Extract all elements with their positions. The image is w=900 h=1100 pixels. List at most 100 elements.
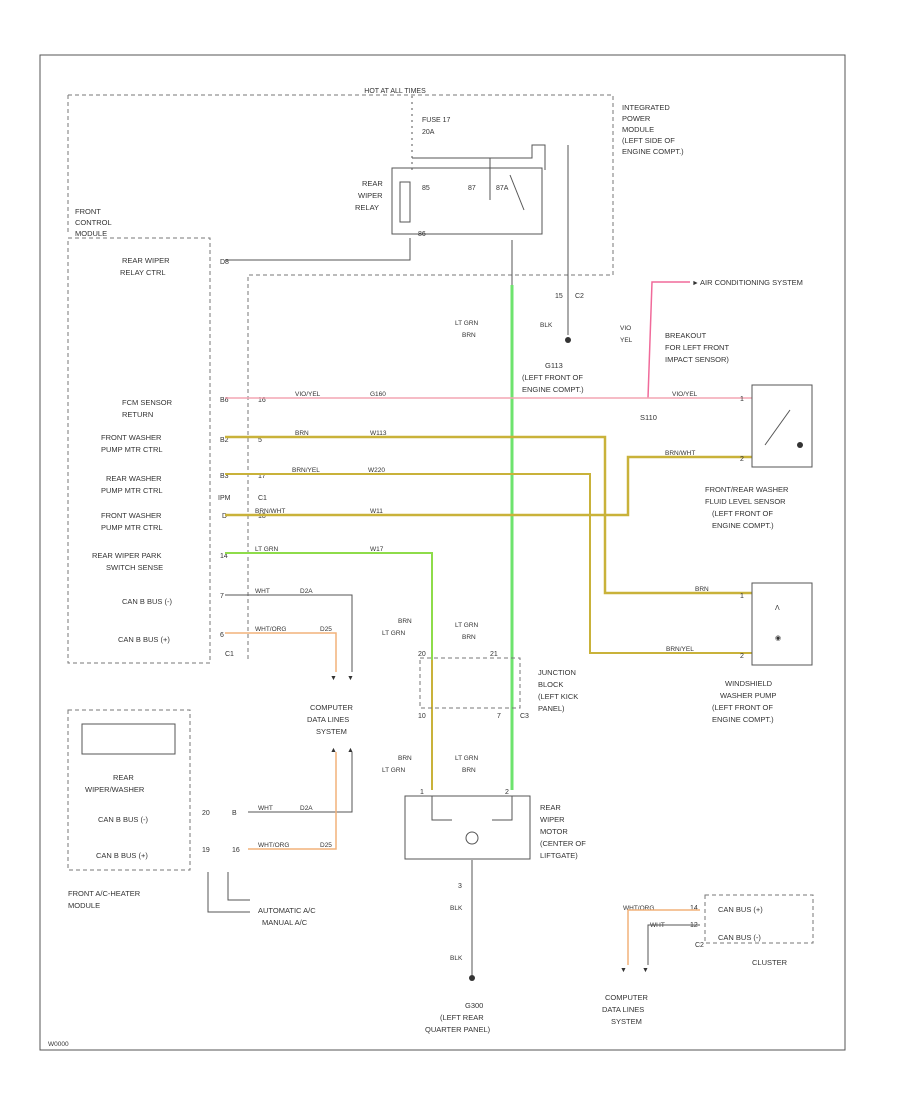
svg-text:PUMP MTR CTRL: PUMP MTR CTRL (101, 523, 163, 532)
park-sense-label: LT GRN (255, 546, 279, 553)
svg-text:20: 20 (418, 651, 426, 658)
svg-text:(LEFT KICK: (LEFT KICK (538, 692, 578, 701)
svg-text:QUARTER PANEL): QUARTER PANEL) (425, 1025, 491, 1034)
brn-id: W113 (370, 430, 387, 437)
svg-text:DATA LINES: DATA LINES (602, 1005, 644, 1014)
fcm-title: FRONT CONTROL MODULE (75, 207, 112, 238)
cluster-conn: C2 (695, 942, 704, 949)
svg-text:B3: B3 (220, 473, 229, 480)
svg-text:FRONT A/C-HEATER: FRONT A/C-HEATER (68, 889, 141, 898)
svg-text:10: 10 (418, 713, 426, 720)
svg-text:REAR: REAR (362, 179, 383, 188)
fcm-pin-can-pos: CAN B BUS (+) 6 (118, 632, 224, 644)
fcm-pin-sensor-return: FCM SENSOR RETURN B6 16 (122, 397, 266, 419)
svg-text:(CENTER OF: (CENTER OF (540, 839, 586, 848)
svg-text:2: 2 (740, 653, 744, 660)
fluid-level-sensor: 1 2 (740, 384, 813, 468)
can-pos-wire (225, 632, 337, 672)
can-neg-wire (225, 594, 353, 672)
hot-at-all-times-label: HOT AT ALL TIMES (364, 88, 426, 95)
hvac-can-pos-id: D25 (320, 842, 332, 849)
svg-text:LT GRN: LT GRN (455, 622, 479, 629)
svg-text:LT GRN: LT GRN (455, 755, 479, 762)
svg-text:MOTOR: MOTOR (540, 827, 568, 836)
svg-text:18: 18 (258, 513, 266, 520)
svg-text:ENGINE COMPT.): ENGINE COMPT.) (712, 715, 774, 724)
svg-text:14: 14 (690, 905, 698, 912)
svg-text:WIPER/WASHER: WIPER/WASHER (85, 785, 145, 794)
cluster-can-neg-wire (647, 924, 700, 965)
can-arrow-icon-1: ▼ (330, 675, 337, 682)
svg-text:FRONT: FRONT (75, 207, 101, 216)
svg-text:CAN B BUS (-): CAN B BUS (-) (98, 815, 149, 824)
hvac-can-pos-wire (248, 752, 337, 850)
ipm-label: INTEGRATED POWER MODULE (LEFT SIDE OF EN… (622, 103, 684, 156)
can-neg-id: D2A (300, 588, 313, 595)
svg-text:MANUAL A/C: MANUAL A/C (262, 918, 308, 927)
svg-text:JUNCTION: JUNCTION (538, 668, 576, 677)
svg-text:3: 3 (458, 883, 462, 890)
svg-text:B2: B2 (220, 437, 229, 444)
rear-wiper-motor-label: REAR WIPER MOTOR (CENTER OF LIFTGATE) (540, 803, 586, 860)
brn-yel-wire (225, 473, 752, 654)
brn-wht-wire (225, 455, 752, 517)
svg-text:21: 21 (490, 651, 498, 658)
fcm-c1b-label: C1 (225, 651, 234, 658)
svg-text:ENGINE COMPT.): ENGINE COMPT.) (522, 385, 584, 394)
svg-text:BRN: BRN (462, 767, 476, 774)
can-pos-id: D25 (320, 626, 332, 633)
svg-text:BRN: BRN (462, 332, 476, 339)
svg-text:FRONT/REAR WASHER: FRONT/REAR WASHER (705, 485, 789, 494)
svg-text:BRN: BRN (398, 618, 412, 625)
svg-text:AUTOMATIC A/C: AUTOMATIC A/C (258, 906, 316, 915)
fcm-pin-rear-washer: REAR WASHER PUMP MTR CTRL B3 17 (101, 473, 266, 495)
svg-text:MODULE: MODULE (75, 229, 107, 238)
svg-text:SYSTEM: SYSTEM (611, 1017, 642, 1026)
fcm-pin-can-neg: CAN B BUS (-) 7 (122, 593, 224, 606)
cluster-label: CLUSTER (752, 958, 788, 967)
brn-yel-label-2: BRN/YEL (666, 646, 694, 653)
svg-text:17: 17 (258, 473, 266, 480)
svg-text:LT GRN: LT GRN (382, 767, 406, 774)
svg-text:MODULE: MODULE (622, 125, 654, 134)
svg-text:RETURN: RETURN (122, 410, 153, 419)
svg-text:14: 14 (220, 553, 228, 560)
fuse-label: FUSE 17 (422, 117, 451, 124)
g113-ground-icon (565, 337, 571, 343)
park-sense-wire (225, 552, 433, 660)
rear-wiper-motor: 1 2 3 (404, 789, 531, 890)
svg-text:POWER: POWER (622, 114, 651, 123)
svg-text:1: 1 (740, 593, 744, 600)
brn-label-2: BRN (695, 586, 709, 593)
svg-text:WHT/ORG: WHT/ORG (623, 905, 654, 912)
svg-text:FOR LEFT FRONT: FOR LEFT FRONT (665, 343, 729, 352)
lt-grn-label-3: LT GRN BRN (455, 755, 479, 774)
hvac-can-neg-id: D2A (300, 805, 313, 812)
svg-text:C3: C3 (520, 713, 529, 720)
svg-text:PUMP MTR CTRL: PUMP MTR CTRL (101, 445, 163, 454)
svg-text:ENGINE COMPT.): ENGINE COMPT.) (712, 521, 774, 530)
cluster-arrow-icon-1: ▼ (620, 967, 627, 974)
svg-text:RELAY CTRL: RELAY CTRL (120, 268, 166, 277)
svg-text:16: 16 (232, 847, 240, 854)
hvac-can-neg: CAN B BUS (-) 20 B (98, 810, 237, 824)
svg-text:PANEL): PANEL) (538, 704, 565, 713)
svg-text:Λ: Λ (775, 605, 780, 612)
svg-text:G113: G113 (545, 361, 563, 370)
footer-id: W0000 (48, 1041, 69, 1048)
svg-text:FCM SENSOR: FCM SENSOR (122, 398, 173, 407)
brn-yel-label: BRN/YEL (292, 467, 320, 474)
junction-block-label: JUNCTION BLOCK (LEFT KICK PANEL) (538, 668, 578, 713)
washer-pump-label: WINDSHIELD WASHER PUMP (LEFT FRONT OF EN… (712, 679, 776, 724)
svg-text:BLOCK: BLOCK (538, 680, 563, 689)
svg-text:CAN BUS (+): CAN BUS (+) (718, 905, 763, 914)
fcm-pin-front-washer-1: FRONT WASHER PUMP MTR CTRL B2 5 (101, 433, 262, 454)
svg-text:G300: G300 (465, 1001, 483, 1010)
cluster-can-pos-wire (627, 909, 700, 965)
hvac-module-label: FRONT A/C-HEATER MODULE (68, 889, 141, 910)
g113-label: G113 (LEFT FRONT OF ENGINE COMPT.) (522, 361, 584, 394)
svg-text:(LEFT FRONT OF: (LEFT FRONT OF (522, 373, 583, 382)
svg-text:ENGINE COMPT.): ENGINE COMPT.) (622, 147, 684, 156)
svg-text:CAN B BUS (-): CAN B BUS (-) (122, 597, 173, 606)
svg-text:DATA LINES: DATA LINES (307, 715, 349, 724)
